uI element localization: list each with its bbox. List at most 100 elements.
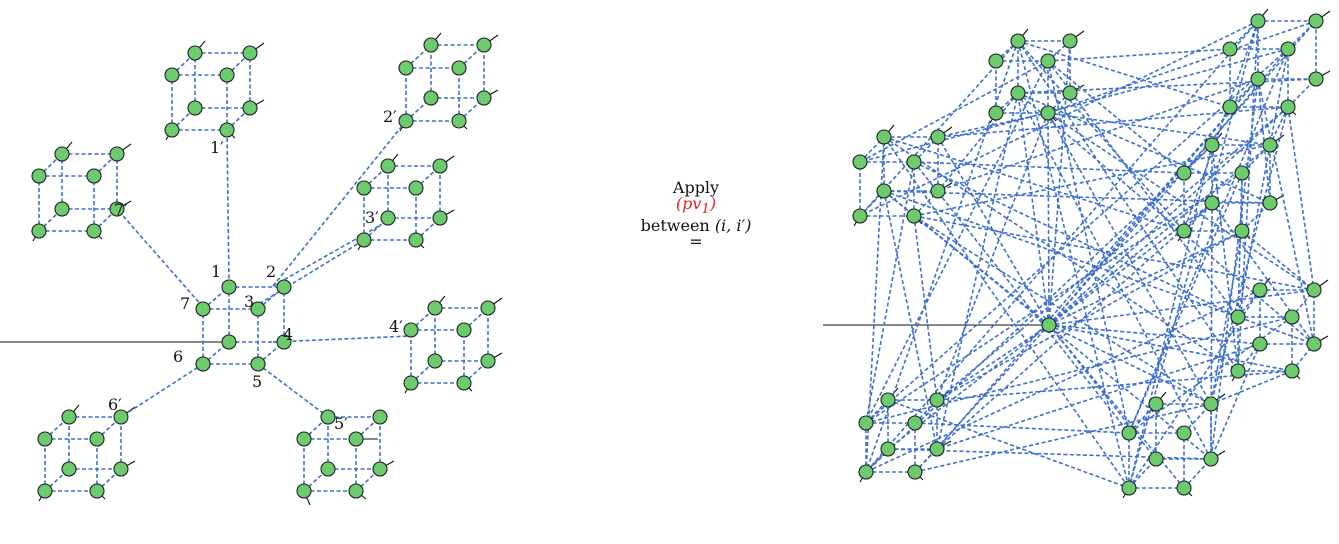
outer-label-2: 2′ <box>383 107 397 126</box>
center-label-7: 7 <box>180 294 190 313</box>
cube-4-node <box>427 353 443 369</box>
result-cube-5-node <box>1230 363 1246 379</box>
center-cube-node <box>195 301 211 317</box>
cube-3-node <box>356 180 372 196</box>
cube-3-node <box>432 158 448 174</box>
result-cube-1-node <box>988 105 1004 121</box>
cube-5-node <box>372 409 388 425</box>
cube-3-node <box>408 180 424 196</box>
cube-1-node <box>242 100 258 116</box>
dense-link <box>913 215 1212 405</box>
cube-5-node <box>348 431 364 447</box>
result-cube-2-node <box>1250 13 1266 29</box>
result-cube-3-node <box>852 208 868 224</box>
result-cube-2-node <box>1308 13 1324 29</box>
result-cube-1-node <box>1062 85 1078 101</box>
hub-link-6 <box>887 324 1050 450</box>
dense-link <box>1210 106 1289 405</box>
result-cube-3-node <box>876 129 892 145</box>
link-2 <box>272 120 407 287</box>
cube-4-node <box>480 353 496 369</box>
result-cube-3-node <box>906 208 922 224</box>
outer-label-7: 7′ <box>114 200 128 219</box>
result-cube-3-node <box>876 183 892 199</box>
cube-6-node <box>113 409 129 425</box>
cube-3-node <box>356 232 372 248</box>
dense-link <box>1128 316 1293 434</box>
dense-link <box>1017 40 1130 489</box>
center-label-6: 6 <box>173 347 183 366</box>
cube-6-node <box>37 431 53 447</box>
dense-link <box>1128 172 1243 434</box>
result-cube-1-bond <box>1047 40 1071 62</box>
cube-2-node <box>451 113 467 129</box>
dense-link <box>913 161 1130 434</box>
apply-text: Apply <box>672 178 720 197</box>
outer-label-3: 3′ <box>365 208 379 227</box>
dense-link <box>1128 144 1213 489</box>
dense-link <box>865 144 1213 473</box>
dense-link <box>1210 202 1213 460</box>
dense-link <box>865 172 1243 424</box>
dense-link <box>936 78 1259 450</box>
cube-6-node <box>113 461 129 477</box>
dense-link <box>914 403 1212 473</box>
dense-link <box>865 161 915 424</box>
dense-link <box>1210 78 1259 460</box>
result-cube-5-node <box>1306 336 1322 352</box>
center-cube-node <box>250 356 266 372</box>
link-5 <box>257 363 329 418</box>
nodes <box>31 13 1324 499</box>
result-cube-4-node <box>1262 137 1278 153</box>
dense-link <box>913 161 1239 318</box>
hub-link-7 <box>1048 324 1157 460</box>
link-4 <box>272 335 412 343</box>
dense-link <box>883 136 1239 372</box>
center-cube-node <box>250 301 266 317</box>
result-cube-1-node <box>1062 33 1078 49</box>
result-cube-7-node <box>1176 480 1192 496</box>
result-cube-6-node <box>858 415 874 431</box>
result-cube-6-node <box>929 392 945 408</box>
cube-4-node <box>480 300 496 316</box>
result-cube-6-node <box>907 464 923 480</box>
result-cube-6-node <box>858 464 874 480</box>
dense-link <box>1047 20 1317 114</box>
dense-link <box>1047 112 1271 146</box>
dense-link <box>1017 40 1185 232</box>
cube-4-node <box>456 375 472 391</box>
cube-1-node <box>219 122 235 138</box>
dense-link <box>936 202 1213 450</box>
center-label-3: 3 <box>244 292 254 311</box>
link-3 <box>253 239 365 308</box>
dense-link <box>937 78 1259 192</box>
dense-link <box>936 112 1049 401</box>
cube-7-node <box>86 168 102 184</box>
hub-link-3 <box>937 136 1050 326</box>
link-7 <box>116 208 204 308</box>
outer-label-5: 5′ <box>334 414 348 433</box>
dense-link <box>1210 343 1261 460</box>
dense-link <box>1210 230 1243 405</box>
cube-5-node <box>296 483 312 499</box>
hub-link-7 <box>1048 324 1212 405</box>
cube-1-node <box>164 67 180 83</box>
result-cube-5-node <box>1306 282 1322 298</box>
link-6 <box>120 363 204 418</box>
dense-link <box>1017 40 1231 108</box>
result-cube-2-node <box>1222 99 1238 115</box>
cube-2-node <box>476 90 492 106</box>
result-cube-5-node <box>1230 309 1246 325</box>
result-cube-4-node <box>1176 165 1192 181</box>
cube-2-node <box>476 37 492 53</box>
hub-link-4 <box>1048 144 1271 326</box>
dense-link <box>1047 60 1130 434</box>
center-label-1: 1 <box>211 262 221 281</box>
cube-6-node <box>89 431 105 447</box>
center-label-2: 2 <box>266 262 276 281</box>
cube-3-node <box>380 210 396 226</box>
merged-center-node <box>1041 317 1057 333</box>
result-cube-6-node <box>880 441 896 457</box>
cube-7-node <box>54 146 70 162</box>
cube-1-node <box>187 100 203 116</box>
